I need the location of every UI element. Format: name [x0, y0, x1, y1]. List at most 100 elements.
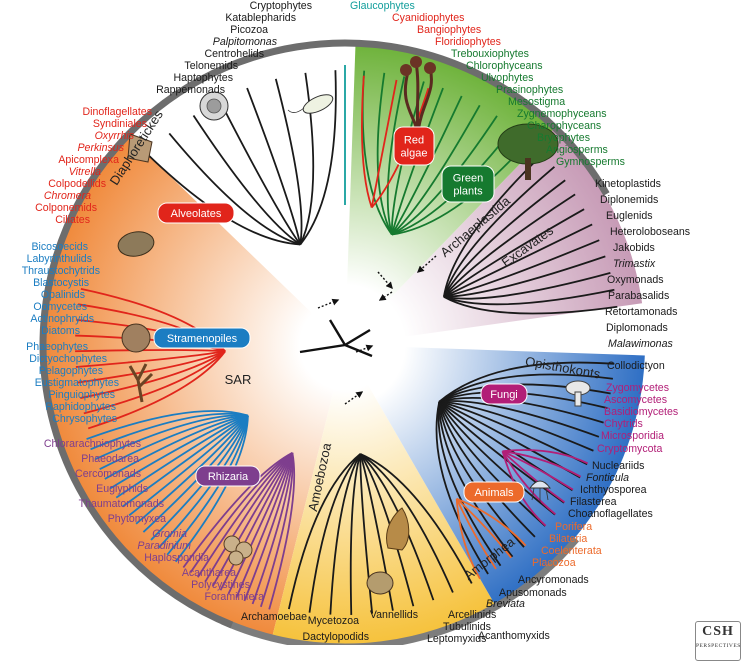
taxon-archamoebae: Archamoebae: [241, 611, 307, 623]
green-plant-branch: [391, 95, 463, 236]
excavate-branch: [442, 153, 544, 297]
fungi-branch: [501, 450, 556, 515]
excavate-branch: [443, 166, 556, 298]
amoebozoa-branch: [308, 453, 361, 613]
arrow: [416, 255, 437, 273]
taxon-kinetoplastids: Kinetoplastids: [595, 178, 661, 190]
taxon-zygomycetes: Zygomycetes: [606, 382, 669, 394]
sar-label: SAR: [225, 372, 252, 387]
taxon-gromia: Gromia: [152, 528, 187, 540]
taxon-blastocystis: Blastocystis: [33, 277, 89, 289]
taxon-telonemids: Telonemids: [184, 60, 238, 72]
opisthokont-branch: [438, 401, 556, 516]
stramenopiles-label: Stramenopiles: [153, 327, 251, 349]
slime-mold-illustration: [386, 507, 410, 551]
excavate-branch: [443, 179, 566, 298]
taxon-syndiniales: Syndiniales: [93, 118, 147, 130]
rhizaria-branch: [197, 452, 293, 578]
stramenopile-branch: [142, 415, 249, 533]
stramenopile-branch: [109, 414, 249, 490]
group-labels: RedalgaeGreenplantsAlveolatesStramenopil…: [153, 126, 528, 503]
amoebozoa-branch: [359, 453, 435, 601]
stramenopile-branch: [135, 415, 249, 525]
alveolate-branch: [80, 350, 226, 399]
taxon-actinophryids: Actinophryids: [30, 313, 94, 325]
rhizaria-label: Rhizaria: [195, 465, 261, 487]
opisthokont-branch: [438, 401, 514, 558]
taxon-rappemonads: Rappemonads: [156, 84, 225, 96]
taxon-ascomycetes: Ascomycetes: [604, 394, 667, 406]
taxon-cryptomycota: Cryptomycota: [597, 443, 662, 455]
mushroom-illustration: [565, 380, 591, 407]
taxon-glaucophytes: Glaucophytes: [350, 0, 415, 12]
taxon-thaumatomonads: Thaumatomonads: [79, 498, 164, 510]
red-algae-branch: [370, 79, 398, 208]
taxon-paradinium: Paradinium: [137, 540, 191, 552]
taxon-vannellids: Vannellids: [370, 609, 418, 621]
taxon-choanoflagellates: Choanoflagellates: [568, 508, 653, 520]
hacrobian-branch: [192, 114, 301, 246]
taxon-trimastix: Trimastix: [613, 258, 656, 270]
taxon-euglenids: Euglenids: [606, 210, 653, 222]
taxon-chlorarachniophytes: Chlorarachniophytes: [44, 438, 141, 450]
logo-line2: PERSPECTIVES: [696, 643, 741, 649]
opisthokont-branch: [435, 401, 489, 575]
taxon-eustigmatophytes: Eustigmatophytes: [35, 377, 119, 389]
taxon-centrohelids: Centrohelids: [205, 48, 264, 60]
stramenopile-branch: [121, 414, 249, 508]
taxon-trebouxiophytes: Trebouxiophytes: [451, 48, 529, 60]
taxon-euglyphids: Euglyphids: [96, 483, 148, 495]
taxon-zygnemophyceans: Zygnemophyceans: [517, 108, 607, 120]
amoebozoa-branch: [359, 453, 454, 593]
excavate-branch: [443, 208, 585, 298]
animal-branch: [456, 498, 512, 559]
green-plant-branch: [391, 104, 481, 236]
arrow: [344, 391, 364, 405]
taxon-opalinids: Opalinids: [41, 289, 85, 301]
taxon-picozoa: Picozoa: [230, 24, 268, 36]
fungi-branch: [502, 450, 582, 478]
taxon-coelenterata: Coelenterata: [541, 545, 602, 557]
hacrobian-branch: [299, 70, 337, 246]
stramenopile-branch: [115, 414, 249, 499]
stramenopile-branch: [99, 414, 248, 471]
taxon-foraminifera: Foraminifera: [205, 591, 265, 603]
hacrobian-branch: [274, 78, 303, 245]
taxon-tubulinids: Tubulinids: [443, 621, 491, 633]
rhizaria-branch: [212, 452, 294, 587]
opisthokont-branch: [439, 400, 594, 452]
red-algae-label-text: Red: [404, 135, 424, 147]
stramenopile-branch: [86, 410, 249, 440]
taxon-colponemids: Colponemids: [35, 202, 97, 214]
arrow: [355, 344, 374, 353]
opisthokont-branch: [438, 373, 613, 403]
taxon-oomycetes: Oomycetes: [33, 301, 87, 313]
animal-branch: [455, 498, 497, 570]
taxon-diplonemids: Diplonemids: [600, 194, 658, 206]
taxon-breviata: Breviata: [486, 598, 525, 610]
diaphoretickes-rim: [39, 39, 610, 629]
hacrobian-branch: [168, 132, 301, 246]
taxon-chytrids: Chytrids: [604, 418, 643, 430]
alveolate-branch: [75, 349, 226, 353]
taxon-ancyromonads: Ancyromonads: [518, 574, 589, 586]
taxon-fonticula: Fonticula: [586, 472, 629, 484]
stramenopiles-label-text: Stramenopiles: [167, 333, 238, 345]
ciliate-illustration: [117, 231, 155, 257]
taxon-floridiophytes: Floridiophytes: [435, 36, 501, 48]
taxon-apicomplexa: Apicomplexa: [58, 154, 119, 166]
fungi-branch: [502, 450, 574, 491]
rhizaria-label-text: Rhizaria: [208, 471, 249, 483]
taxon-bicosoecids: Bicosoecids: [31, 241, 88, 253]
hacrobian-branch: [246, 87, 302, 245]
taxon-thraustochytrids: Thraustochytrids: [22, 265, 100, 277]
taxon-dictyochophytes: Dictyochophytes: [29, 353, 107, 365]
green-plant-branch: [391, 115, 498, 236]
excavate-branch: [443, 272, 611, 300]
rhizaria-branch: [235, 452, 294, 598]
sar-sector: [45, 136, 346, 637]
taxon-vitrella: Vitrella: [69, 166, 101, 178]
red-algae-branch: [361, 75, 373, 208]
opisthokont-sector: [345, 345, 645, 605]
